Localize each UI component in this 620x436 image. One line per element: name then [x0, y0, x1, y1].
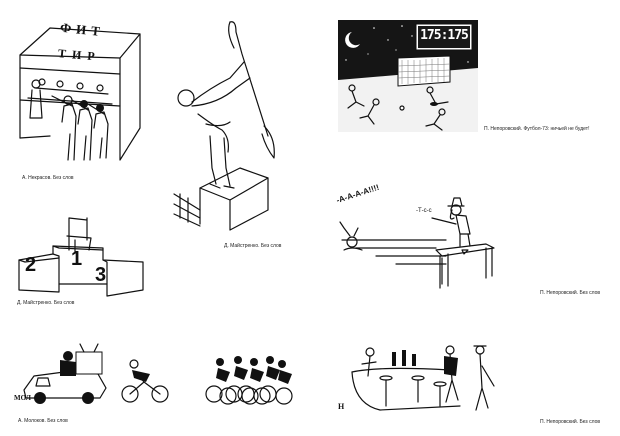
cyclists-signature: МОЛ — [14, 394, 31, 402]
podium-place-1: 1 — [71, 248, 83, 270]
drowning-hush: -Т-с-с — [416, 208, 432, 214]
podium-place-2: 2 — [25, 254, 37, 276]
podium-place-3: 3 — [95, 264, 107, 286]
cartoon-kiosk: ФИТ ТИР — [12, 10, 152, 170]
football-drawing — [338, 20, 478, 132]
cyclists-drawing — [23, 343, 293, 405]
cartoon-diver — [170, 18, 280, 243]
caption-podium: Д. Майстренко. Без слов — [17, 300, 75, 306]
cartoon-podium: 2 1 3 — [15, 210, 150, 298]
diver-drawing — [173, 21, 275, 231]
kiosk-drawing — [19, 27, 141, 161]
cartoon-cafe: Н — [338, 336, 510, 416]
cafe-signature: Н — [338, 402, 345, 411]
caption-kiosk: А. Некрасов. Без слов — [22, 175, 74, 181]
drowning-drawing — [339, 197, 495, 289]
cafe-drawing — [351, 345, 495, 411]
podium-drawing — [18, 217, 144, 297]
caption-football: П. Непоровский. Футбол-73: ничьей не буд… — [484, 126, 590, 132]
football-scoreboard: 175:175 — [420, 28, 469, 43]
caption-cyclists: А. Молоков. Без слов — [18, 418, 68, 424]
caption-diver: Д. Майстренко. Без слов — [224, 243, 282, 249]
cartoon-football: 175:175 — [338, 20, 478, 132]
cartoon-cyclists: МОЛ — [14, 342, 304, 414]
caption-drowning: П. Непоровский. Без слов — [540, 290, 601, 296]
cartoon-drowning: -А-А-А-А!!!! -Т-с-с — [335, 183, 496, 289]
caption-cafe: П. Непоровский. Без слов — [540, 419, 601, 425]
